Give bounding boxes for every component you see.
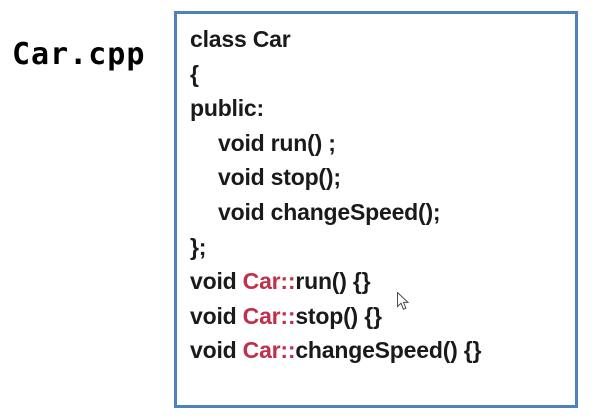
file-name-label: Car.cpp (12, 37, 146, 72)
code-line: public: (190, 91, 571, 126)
code-segment-tail: stop() {} (295, 302, 382, 329)
code-segment-tail: run() {} (295, 268, 371, 295)
code-line: void run() ; (190, 126, 571, 161)
code-segment-plain: class Car (190, 26, 291, 52)
code-line: { (190, 57, 571, 92)
code-line: }; (190, 230, 571, 265)
code-segment-plain: void (190, 302, 243, 329)
code-snippet-box: class Car { public: void run() ; void st… (174, 11, 578, 408)
code-segment-plain: public: (190, 95, 264, 122)
code-line: void changeSpeed(); (190, 195, 571, 230)
code-segment-tail: changeSpeed() {} (295, 337, 482, 364)
code-segment-plain: void stop(); (218, 164, 341, 191)
code-segment-plain: void (190, 337, 243, 364)
code-line: void stop(); (190, 160, 571, 195)
code-segment-class: Car:: (242, 302, 296, 329)
code-segment-plain: { (190, 60, 199, 87)
code-line: void Car::stop() {} (190, 299, 571, 334)
code-segment-plain: void changeSpeed(); (218, 198, 441, 225)
code-snippet-content: class Car { public: void run() ; void st… (190, 22, 571, 403)
code-segment-plain: void run() ; (218, 129, 336, 156)
code-line: void Car::changeSpeed() {} (190, 333, 571, 368)
code-segment-plain: }; (190, 233, 207, 260)
code-segment-class: Car:: (242, 268, 296, 295)
code-segment-plain: void (190, 268, 243, 295)
code-line: class Car (190, 22, 571, 57)
code-line: void Car::run() {} (190, 264, 571, 299)
code-segment-class: Car:: (242, 337, 296, 364)
